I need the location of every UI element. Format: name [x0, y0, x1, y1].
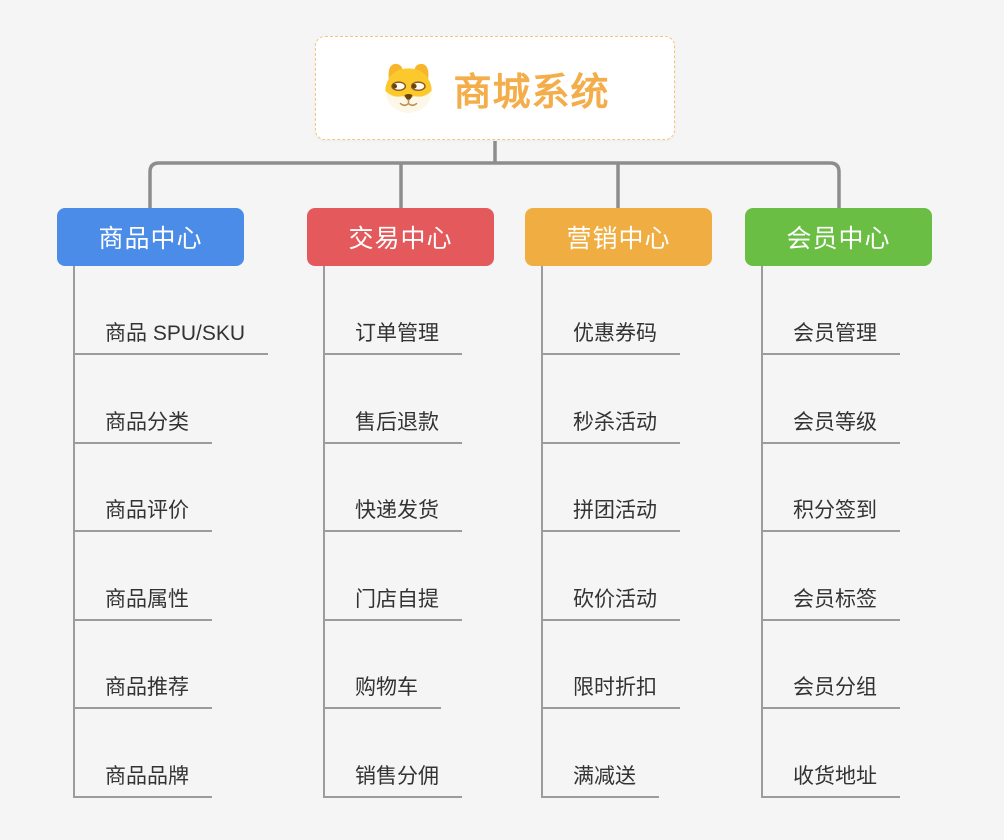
leaf-topic[interactable]: 积分签到: [761, 496, 900, 532]
branch-spine: [761, 266, 763, 798]
leaf-topic[interactable]: 商品推荐: [73, 673, 212, 709]
branch-topic[interactable]: 交易中心: [307, 208, 494, 266]
leaf-topic[interactable]: 商品分类: [73, 408, 212, 444]
leaf-topic[interactable]: 会员标签: [761, 585, 900, 621]
leaf-topic[interactable]: 优惠券码: [541, 319, 680, 355]
branch-topic[interactable]: 营销中心: [525, 208, 712, 266]
root-topic[interactable]: 商城系统: [315, 36, 675, 140]
leaf-topic[interactable]: 砍价活动: [541, 585, 680, 621]
leaf-topic[interactable]: 拼团活动: [541, 496, 680, 532]
leaf-topic[interactable]: 限时折扣: [541, 673, 680, 709]
leaf-topic[interactable]: 会员分组: [761, 673, 900, 709]
branch-spine: [73, 266, 75, 798]
leaf-topic[interactable]: 收货地址: [761, 762, 900, 798]
leaf-topic[interactable]: 订单管理: [323, 319, 462, 355]
leaf-topic[interactable]: 会员管理: [761, 319, 900, 355]
root-topic-title: 商城系统: [453, 71, 610, 114]
leaf-topic[interactable]: 门店自提: [323, 585, 462, 621]
leaf-topic[interactable]: 秒杀活动: [541, 408, 680, 444]
leaf-topic[interactable]: 会员等级: [761, 408, 900, 444]
branch-spine: [541, 266, 543, 798]
leaf-topic[interactable]: 商品品牌: [73, 762, 212, 798]
leaf-topic[interactable]: 销售分佣: [323, 762, 462, 798]
leaf-topic[interactable]: 商品属性: [73, 585, 212, 621]
branch-topic[interactable]: 商品中心: [57, 208, 244, 266]
leaf-topic[interactable]: 售后退款: [323, 408, 462, 444]
leaf-topic[interactable]: 商品评价: [73, 496, 212, 532]
leaf-topic[interactable]: 满减送: [541, 762, 659, 798]
dog-icon: [385, 63, 433, 113]
leaf-topic[interactable]: 购物车: [323, 673, 441, 709]
leaf-topic[interactable]: 快递发货: [323, 496, 462, 532]
branch-topic[interactable]: 会员中心: [745, 208, 932, 266]
leaf-topic[interactable]: 商品 SPU/SKU: [73, 319, 269, 355]
branch-spine: [323, 266, 325, 798]
